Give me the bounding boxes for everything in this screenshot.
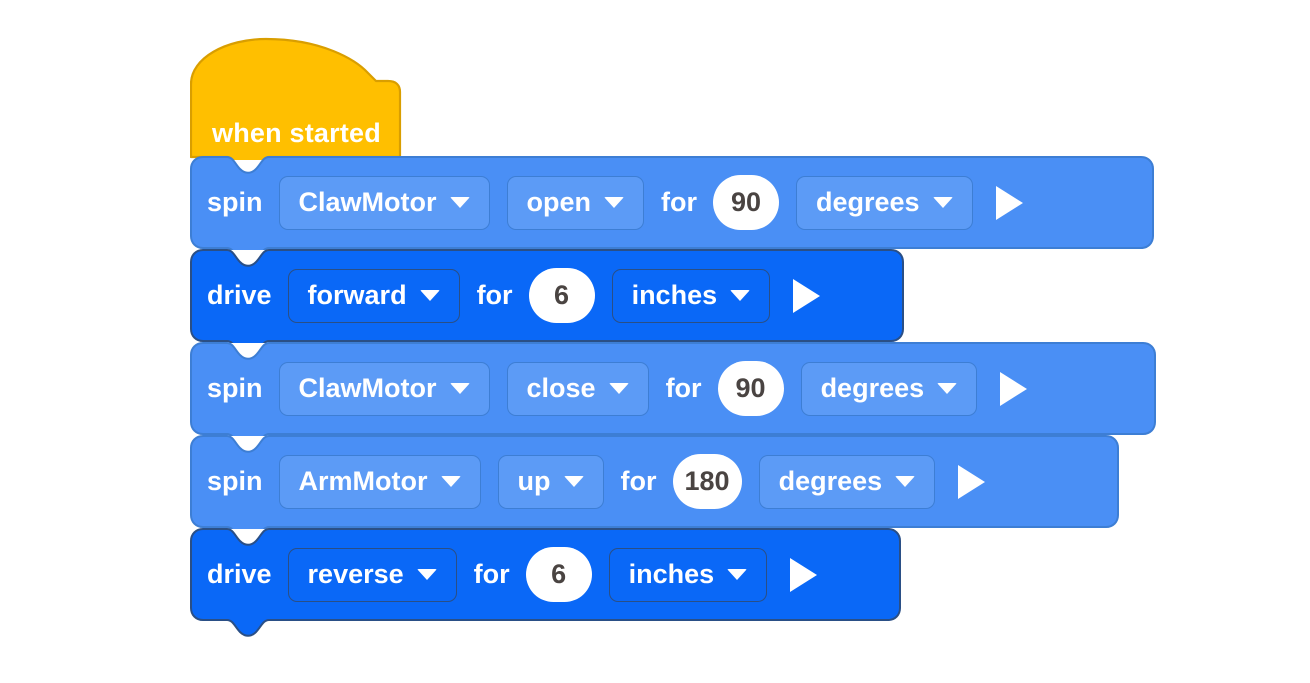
spin-keyword-1: spin	[207, 187, 263, 217]
chevron-down-icon	[449, 197, 470, 208]
chevron-down-icon	[563, 476, 584, 487]
chevron-down-icon	[419, 290, 440, 301]
for-label-5: for	[473, 559, 510, 589]
unit-dropdown-label-3: degrees	[820, 373, 925, 403]
drive-block-forward[interactable]: drive forward for 6 inches	[190, 249, 904, 343]
motor-dropdown-label-2: ClawMotor	[298, 373, 437, 403]
direction-dropdown-label-2: forward	[307, 280, 407, 310]
chevron-down-icon	[730, 290, 751, 301]
play-icon[interactable]	[958, 464, 986, 499]
amount-value-4: 180	[684, 466, 730, 496]
amount-input-1[interactable]: 90	[713, 175, 780, 230]
chevron-down-icon	[727, 569, 748, 580]
hat-block-label: when started	[212, 117, 381, 148]
direction-dropdown-label-1: open	[526, 187, 592, 217]
direction-dropdown-label-5: reverse	[307, 559, 404, 589]
chevron-down-icon	[416, 569, 437, 580]
motor-dropdown-1[interactable]: ClawMotor	[278, 175, 490, 230]
amount-input-4[interactable]: 180	[672, 454, 742, 509]
direction-dropdown-1[interactable]: open	[506, 175, 645, 230]
unit-dropdown-label-5: inches	[628, 559, 715, 589]
play-icon[interactable]	[1000, 371, 1028, 406]
unit-dropdown-1[interactable]: degrees	[796, 175, 973, 230]
drive-keyword-2: drive	[207, 559, 272, 589]
spin-keyword-2: spin	[207, 373, 263, 403]
direction-dropdown-5[interactable]: reverse	[287, 547, 457, 602]
unit-dropdown-label-4: degrees	[778, 466, 883, 496]
for-label-2: for	[476, 280, 513, 310]
drive-keyword-1: drive	[207, 280, 272, 310]
motor-dropdown-3[interactable]: ArmMotor	[278, 454, 481, 509]
play-icon[interactable]	[790, 557, 818, 592]
direction-dropdown-3[interactable]: close	[506, 361, 649, 416]
for-label-4: for	[620, 466, 657, 496]
when-started-hat-block[interactable]: when started	[190, 36, 422, 160]
chevron-down-icon	[937, 383, 958, 394]
chevron-down-icon	[449, 383, 470, 394]
chevron-down-icon	[932, 197, 953, 208]
direction-dropdown-label-4: up	[517, 466, 551, 496]
spin-keyword-3: spin	[207, 466, 263, 496]
play-icon[interactable]	[995, 185, 1023, 220]
for-label-1: for	[661, 187, 698, 217]
for-label-3: for	[665, 373, 702, 403]
amount-input-5[interactable]: 6	[525, 547, 592, 602]
drive-block-reverse[interactable]: drive reverse for 6 inches	[190, 528, 901, 637]
unit-dropdown-3[interactable]: degrees	[800, 361, 978, 416]
motor-dropdown-label-1: ClawMotor	[298, 187, 437, 217]
amount-value-5: 6	[551, 559, 567, 589]
direction-dropdown-4[interactable]: up	[497, 454, 604, 509]
amount-value-2: 6	[554, 280, 570, 310]
direction-dropdown-2[interactable]: forward	[287, 268, 460, 323]
amount-value-1: 90	[730, 187, 762, 217]
direction-dropdown-label-3: close	[526, 373, 596, 403]
spin-block-clawmotor-close[interactable]: spin ClawMotor close for 90 degrees	[190, 342, 1156, 436]
amount-value-3: 90	[735, 373, 766, 403]
motor-dropdown-2[interactable]: ClawMotor	[278, 361, 490, 416]
chevron-down-icon	[895, 476, 916, 487]
motor-dropdown-label-3: ArmMotor	[298, 466, 428, 496]
amount-input-3[interactable]: 90	[717, 361, 784, 416]
unit-dropdown-4[interactable]: degrees	[758, 454, 936, 509]
chevron-down-icon	[440, 476, 461, 487]
unit-dropdown-5[interactable]: inches	[608, 547, 768, 602]
chevron-down-icon	[608, 383, 629, 394]
unit-dropdown-2[interactable]: inches	[611, 268, 771, 323]
spin-block-armmotor-up[interactable]: spin ArmMotor up for 180 degrees	[190, 435, 1119, 529]
amount-input-2[interactable]: 6	[528, 268, 595, 323]
spin-block-clawmotor-open[interactable]: spin ClawMotor open for 90 degrees	[190, 156, 1154, 250]
chevron-down-icon	[604, 197, 625, 208]
unit-dropdown-label-2: inches	[631, 280, 718, 310]
unit-dropdown-label-1: degrees	[816, 187, 920, 217]
play-icon[interactable]	[793, 278, 821, 313]
